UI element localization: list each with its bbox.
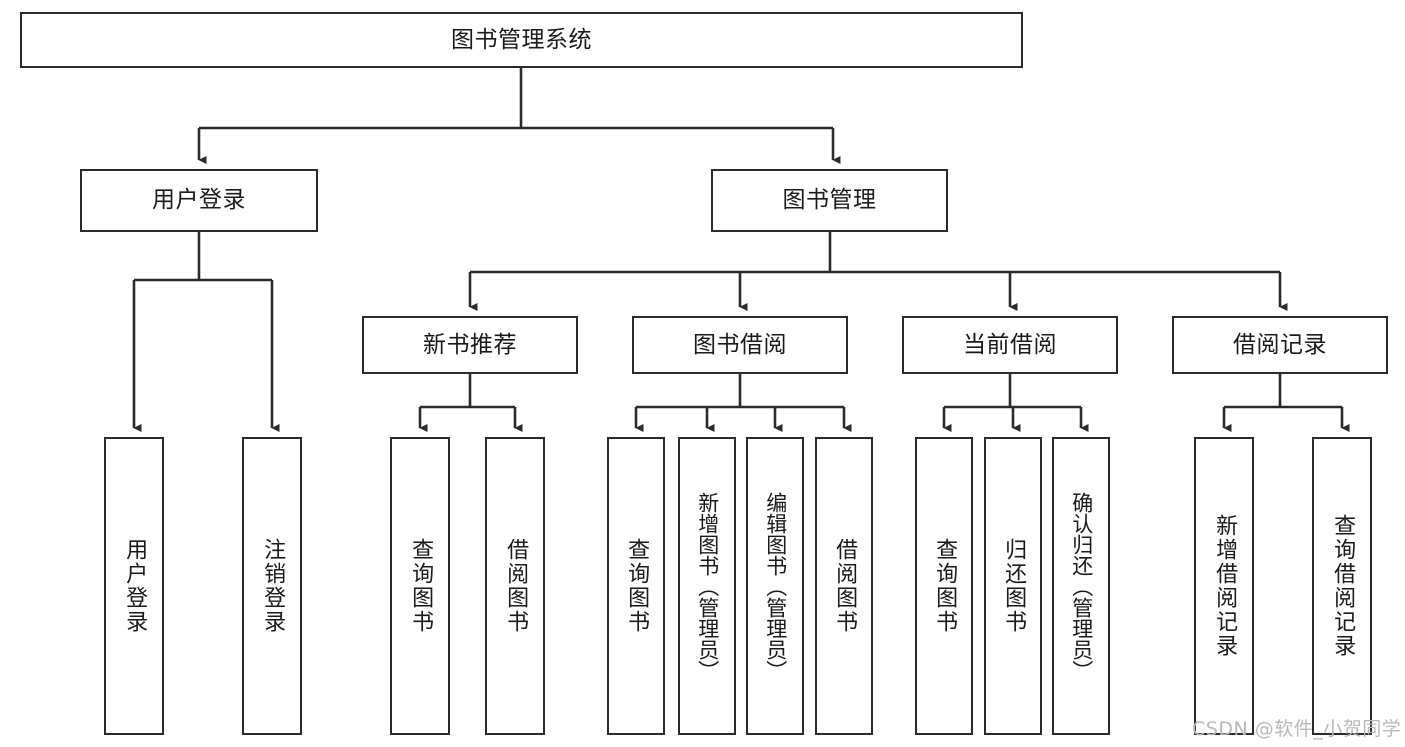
leaf-node-leaf-return-book[interactable]: 归还图书 [984,437,1042,735]
node-label: 图书管理 [782,187,877,214]
node-label: 确认归还（管理员） [1069,491,1094,681]
node-label: 新书推荐 [423,331,517,358]
leaf-node-leaf-query-borrow-record[interactable]: 查询借阅记录 [1312,437,1372,735]
level2-node-book-management[interactable]: 图书管理 [711,169,948,232]
node-label: 借阅图书 [503,538,529,634]
leaf-node-leaf-user-login[interactable]: 用户登录 [104,437,164,735]
node-label: 图书借阅 [693,331,787,358]
node-label: 借阅图书 [832,538,858,634]
level3-node-current-borrow[interactable]: 当前借阅 [902,316,1118,374]
node-label: 当前借阅 [963,331,1057,358]
node-label: 归还图书 [1001,538,1027,634]
leaf-node-leaf-confirm-return-admin[interactable]: 确认归还（管理员） [1052,437,1110,735]
leaf-node-leaf-add-book-admin[interactable]: 新增图书（管理员） [678,437,736,735]
level3-node-borrow-record[interactable]: 借阅记录 [1172,316,1388,374]
leaf-node-leaf-edit-book-admin[interactable]: 编辑图书（管理员） [746,437,804,735]
node-label: 新增图书（管理员） [695,491,720,681]
csdn-watermark: CSDN @软件_小贺同学 [1192,718,1402,740]
node-label: 查询借阅记录 [1330,514,1356,658]
level3-node-new-book-recommend[interactable]: 新书推荐 [362,316,578,374]
node-label: 查询图书 [408,538,434,634]
leaf-node-leaf-query-book-borrow[interactable]: 查询图书 [607,437,665,735]
leaf-node-leaf-query-book-current[interactable]: 查询图书 [915,437,973,735]
level3-node-book-borrow[interactable]: 图书借阅 [632,316,848,374]
node-label: 编辑图书（管理员） [763,491,788,681]
node-label: 查询图书 [932,538,958,634]
root-node-root[interactable]: 图书管理系统 [20,12,1023,68]
node-label: 借阅记录 [1233,331,1327,358]
leaf-node-leaf-borrow-book[interactable]: 借阅图书 [815,437,873,735]
leaf-node-leaf-borrow-book-recommend[interactable]: 借阅图书 [485,437,545,735]
node-label: 用户登录 [152,187,246,214]
node-label: 用户登录 [122,538,148,634]
node-label: 新增借阅记录 [1212,514,1238,658]
leaf-node-leaf-add-borrow-record[interactable]: 新增借阅记录 [1194,437,1254,735]
node-label: 图书管理系统 [451,26,592,53]
node-label: 注销登录 [260,538,286,634]
level2-node-user-login[interactable]: 用户登录 [80,169,318,232]
leaf-node-leaf-query-book-recommend[interactable]: 查询图书 [390,437,450,735]
node-label: 查询图书 [624,538,650,634]
leaf-node-leaf-logout-login[interactable]: 注销登录 [242,437,302,735]
